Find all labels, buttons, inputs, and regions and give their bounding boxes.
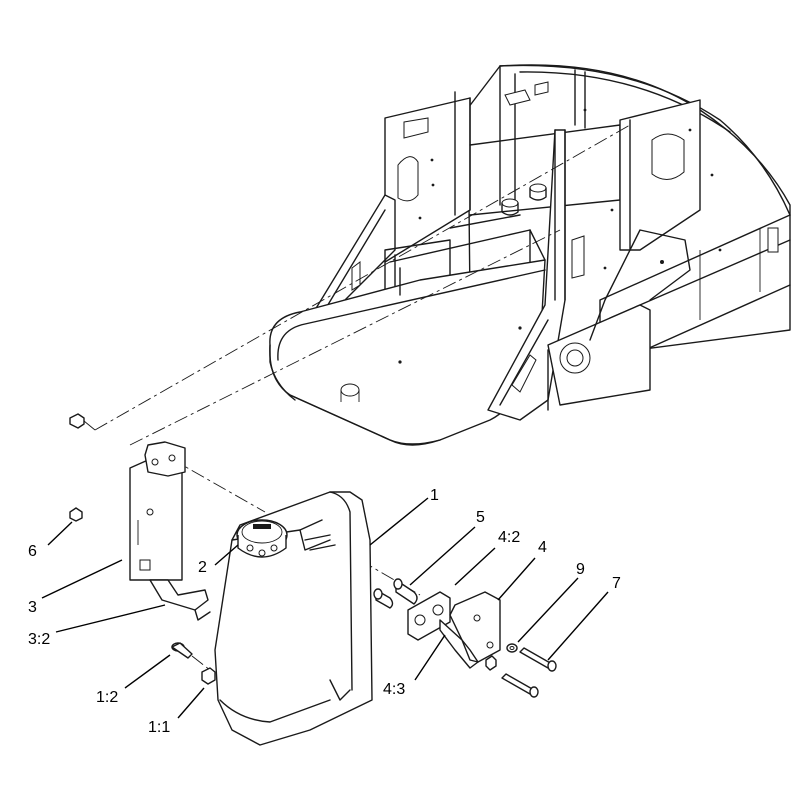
callout-2: 2 [198, 559, 207, 576]
part-1-2-bolt [171, 642, 211, 671]
part-4-3-bracket-flange [439, 619, 479, 669]
mount-post-left [501, 198, 519, 216]
part-4-bracket [439, 591, 501, 669]
callout-4-2: 4:2 [498, 529, 520, 546]
callout-3-2: 3:2 [28, 631, 50, 648]
part-1-1-nut [201, 667, 216, 685]
part-9-washer [485, 643, 518, 671]
leader-lines [41, 497, 609, 719]
callout-1-2: 1:2 [96, 689, 118, 706]
mount-post-right [529, 183, 547, 201]
callout-3: 3 [28, 599, 37, 616]
part-4-2-plate [407, 591, 451, 641]
part-2-fuel-cap [236, 519, 288, 558]
floor-platform [269, 259, 546, 445]
frame-assembly [269, 64, 791, 446]
callout-1: 1 [430, 487, 439, 504]
callout-labels: 1 2 3 3:2 6 5 4:2 4 4:3 9 7 1:2 1:1 [28, 487, 621, 736]
part-3-2-hook [149, 579, 209, 611]
callout-5: 5 [476, 509, 485, 526]
part-7-bolt [501, 647, 557, 698]
part-3-mounting-bracket [129, 441, 211, 621]
part-5-spacer [373, 578, 418, 609]
callout-7: 7 [612, 575, 621, 592]
frame-right-bracket [547, 304, 651, 406]
callout-9: 9 [576, 561, 585, 578]
part-6-nut [69, 413, 96, 522]
callout-1-1: 1:1 [148, 719, 170, 736]
callout-6: 6 [28, 543, 37, 560]
callout-4: 4 [538, 539, 547, 556]
callout-4-3: 4:3 [383, 681, 405, 698]
